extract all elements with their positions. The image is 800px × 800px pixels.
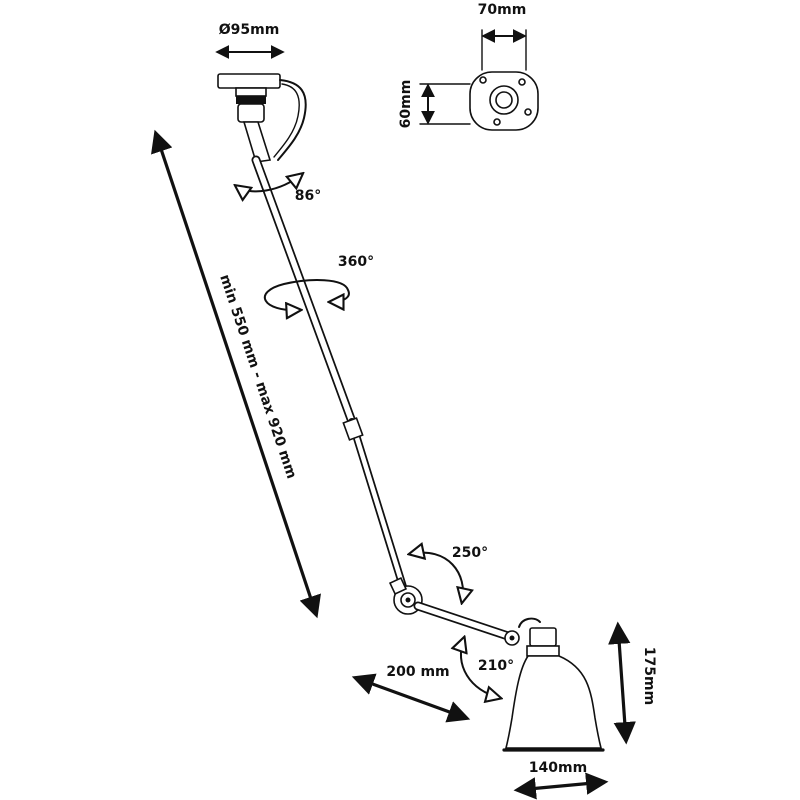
- base-ring: [236, 96, 266, 104]
- lamp-shade: [502, 617, 605, 752]
- shade-height-label: 175mm: [641, 647, 657, 705]
- base-diameter-label: Ø95mm: [219, 22, 280, 38]
- screw: [524, 108, 532, 116]
- dim-shade-height: 175mm: [608, 621, 657, 745]
- rotation-head-label: 210°: [478, 658, 514, 674]
- rotation-axial-arrow: [263, 279, 350, 310]
- upper-arm: [242, 121, 408, 594]
- rotation-axial: 360°: [263, 254, 374, 310]
- ceiling-base: [217, 73, 307, 161]
- rotation-elbow-label: 250°: [452, 545, 488, 561]
- power-cable-inner: [273, 83, 300, 158]
- lower-arm-label: 200 mm: [386, 664, 449, 680]
- rotation-elbow: 250°: [410, 545, 488, 602]
- dim-plate-width: 70mm: [478, 2, 527, 71]
- shade-diameter-label: 140mm: [529, 760, 587, 776]
- shade-neck: [526, 645, 560, 657]
- rotation-top-arrow: [236, 174, 302, 191]
- rotation-top: 86°: [236, 174, 321, 204]
- screw: [493, 118, 501, 126]
- base-collar: [235, 87, 267, 97]
- plate-height-label: 60mm: [398, 80, 414, 129]
- dim-lower-arm: 200 mm: [351, 664, 471, 723]
- screw: [479, 76, 487, 84]
- length-range-label: min 550 mm - max 920 mm: [216, 273, 299, 481]
- ceiling-plate: [217, 73, 281, 89]
- rotation-head: 210°: [461, 638, 514, 698]
- rotation-axial-label: 360°: [338, 254, 374, 270]
- rotation-elbow-arrow: [410, 553, 463, 602]
- lower-arm: [413, 601, 520, 646]
- dim-plate-height: 60mm: [398, 80, 471, 129]
- dim-base-diameter: Ø95mm: [215, 22, 285, 59]
- base-socket: [237, 103, 265, 123]
- shade-body: [504, 655, 603, 749]
- dim-shade-diameter: 140mm: [513, 760, 609, 800]
- dim-length-range: min 550 mm - max 920 mm: [151, 129, 321, 619]
- screw: [518, 78, 526, 86]
- wall-plate: [469, 71, 539, 131]
- telescopic-sleeve: [342, 417, 364, 441]
- rotation-top-label: 86°: [295, 188, 321, 204]
- plate-width-label: 70mm: [478, 2, 527, 18]
- shade-socket: [529, 627, 557, 647]
